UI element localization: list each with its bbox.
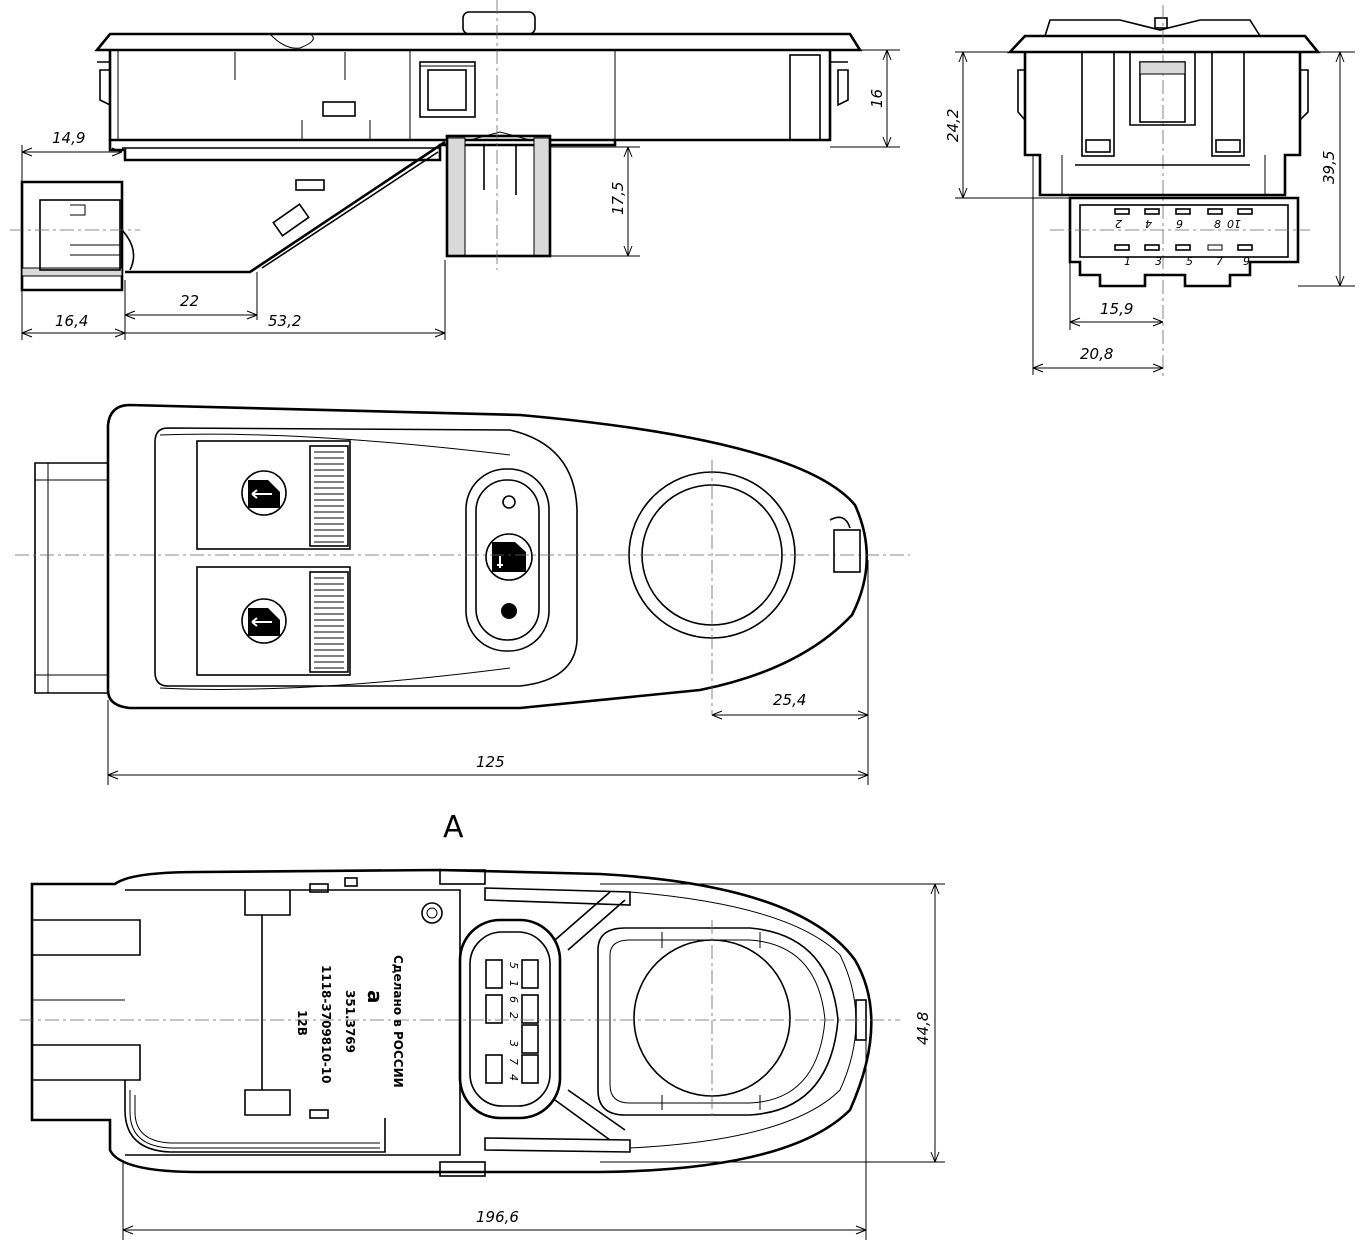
pin-7-label: 7 <box>1216 255 1223 268</box>
view-a-label: A <box>443 810 464 845</box>
side-view: 14,9 16 17,5 22 16,4 53,2 <box>10 0 900 340</box>
pin-6-label: 6 <box>1176 217 1183 230</box>
model-number-text: 351.3769 <box>343 990 357 1053</box>
bpin-3-label: 3 <box>507 1040 520 1047</box>
dim-14-9-label: 14,9 <box>52 129 85 147</box>
bottom-view: Сделано в РОССИИ a 351.3769 1118-3709810… <box>20 868 945 1240</box>
pin-grid: 2 4 6 8 10 1 3 5 7 9 <box>1114 208 1253 268</box>
bpin-7-label: 7 <box>507 1058 520 1065</box>
dim-22-label: 22 <box>180 292 199 310</box>
dim-24-2-label: 24,2 <box>944 109 962 142</box>
end-view: 2 4 6 8 10 1 3 5 7 9 24,2 39,5 15,9 20,8 <box>944 5 1355 380</box>
pin-1-label: 1 <box>1124 255 1131 268</box>
dim-15-9-label: 15,9 <box>1100 300 1133 318</box>
indicator-dot <box>501 603 517 619</box>
manufacturer-logo-text: a <box>363 990 387 1004</box>
dim-16-label: 16 <box>868 89 886 108</box>
bpin-6-label: 6 <box>507 996 520 1003</box>
dim-16-4-label: 16,4 <box>55 312 88 330</box>
pin-8-label: 8 <box>1214 218 1221 231</box>
bpin-2-label: 2 <box>507 1012 520 1019</box>
top-view: 25,4 125 <box>15 403 910 785</box>
dim-44-8-label: 44,8 <box>914 1012 932 1045</box>
dim-17-5-label: 17,5 <box>609 182 627 215</box>
dim-39-5-label: 39,5 <box>1320 151 1338 184</box>
pin-5-label: 5 <box>1186 255 1193 268</box>
dim-20-8-label: 20,8 <box>1080 345 1113 363</box>
pin-10-label: 10 <box>1227 217 1241 230</box>
made-in-russia-text: Сделано в РОССИИ <box>391 955 405 1088</box>
pin-3-label: 3 <box>1155 255 1162 268</box>
dim-53-2-label: 53,2 <box>268 312 301 330</box>
pin-2-label: 2 <box>1115 217 1122 230</box>
pin-4-label: 4 <box>1145 217 1152 230</box>
dim-25-4-label: 25,4 <box>773 691 806 709</box>
bpin-4-label: 4 <box>507 1074 520 1081</box>
door-lock-icon <box>492 542 526 572</box>
part-number-text: 1118-3709810-10 <box>319 965 333 1084</box>
bpin-5-label: 5 <box>507 962 520 969</box>
bpin-1-label: 1 <box>507 980 520 987</box>
dim-196-6-label: 196,6 <box>476 1208 519 1226</box>
pin-9-label: 9 <box>1243 255 1250 268</box>
voltage-text: 12В <box>295 1010 309 1036</box>
dim-125-label: 125 <box>476 753 505 771</box>
